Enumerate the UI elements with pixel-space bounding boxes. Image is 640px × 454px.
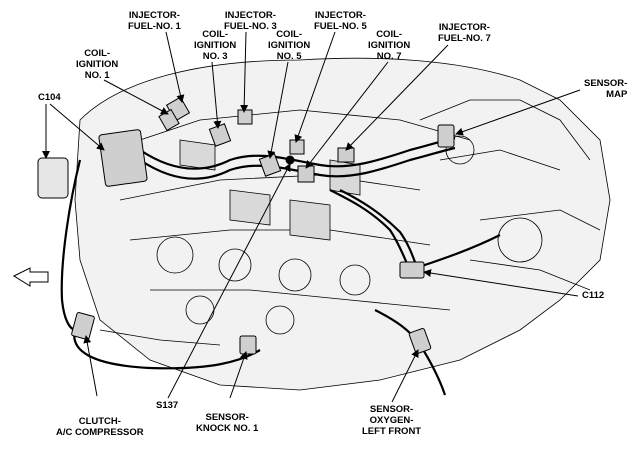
label-line: LEFT FRONT [362,426,422,437]
wiring-harness [60,136,501,396]
label-c104: C104 [38,92,61,103]
label-injector-fuel-no-1: INJECTOR- FUEL-NO. 1 [128,10,181,32]
label-line: IGNITION [368,40,411,51]
label-line: SENSOR- [369,404,414,415]
label-line: IGNITION [194,40,237,51]
label-injector-fuel-no-5: INJECTOR- FUEL-NO. 5 [314,10,367,32]
label-c112: C112 [582,290,605,301]
label-line: OXYGEN- [369,415,414,426]
label-line: NO. 5 [276,51,302,62]
label-line: INJECTOR- [314,10,366,21]
label-sensor-knock-no-1: SENSOR- KNOCK NO. 1 [196,412,258,434]
label-line: COIL- [276,29,303,40]
connector-sensor-knock [239,335,257,355]
label-line: SENSOR- [584,78,628,89]
label-coil-ignition-no-5: COIL- IGNITION NO. 5 [268,29,310,62]
splice-s137 [285,155,295,165]
label-line: COIL- [84,48,111,59]
label-coil-ignition-no-1: COIL- IGNITION NO. 1 [76,48,118,81]
label-sensor-oxygen-left-front: SENSOR- OXYGEN- LEFT FRONT [362,404,421,437]
label-line: FUEL-NO. 7 [438,33,491,44]
label-line: FUEL-NO. 1 [128,21,181,32]
label-line: INJECTOR- [224,10,276,21]
label-line: NO. 3 [202,51,228,62]
front-arrow-icon [12,267,49,287]
connector-coil-5 [258,153,282,177]
label-injector-fuel-no-3: INJECTOR- FUEL-NO. 3 [224,10,277,32]
label-line: FUEL-NO. 5 [314,21,367,32]
label-line: IGNITION [76,59,119,70]
connectors [37,96,455,355]
connector-c104 [98,129,148,187]
connector-coil-7 [297,165,315,183]
connector-injector-5 [289,139,305,155]
connector-sensor-map [437,124,455,148]
label-line: KNOCK NO. 1 [196,423,259,434]
label-line: IGNITION [268,40,311,51]
label-line: MAP [606,89,628,100]
label-line: A/C COMPRESSOR [56,427,144,438]
label-line: SENSOR- [205,412,249,423]
label-line: COIL- [376,29,403,40]
label-line: FUEL-NO. 3 [224,21,277,32]
connector-c112 [399,261,425,279]
label-line: NO. 7 [376,51,402,62]
label-injector-fuel-no-7: INJECTOR- FUEL-NO. 7 [438,22,491,44]
label-line: INJECTOR- [438,22,490,33]
label-coil-ignition-no-3: COIL- IGNITION NO. 3 [194,29,236,62]
connector-injector-7 [337,147,355,163]
label-clutch-ac-compressor: CLUTCH- A/C COMPRESSOR [56,416,144,438]
label-line: NO. 1 [84,70,110,81]
label-line: CLUTCH- [78,416,121,427]
engine-block [74,57,611,391]
connector-injector-3 [237,109,253,125]
connector-clutch-ac [71,312,95,340]
label-line: INJECTOR- [128,10,180,21]
label-sensor-map: SENSOR- MAP [584,78,627,100]
label-line: COIL- [202,29,229,40]
leader-lines [42,31,581,403]
label-coil-ignition-no-7: COIL- IGNITION NO. 7 [368,29,410,62]
label-s137: S137 [156,400,179,411]
connector-sensor-oxygen [408,327,432,355]
